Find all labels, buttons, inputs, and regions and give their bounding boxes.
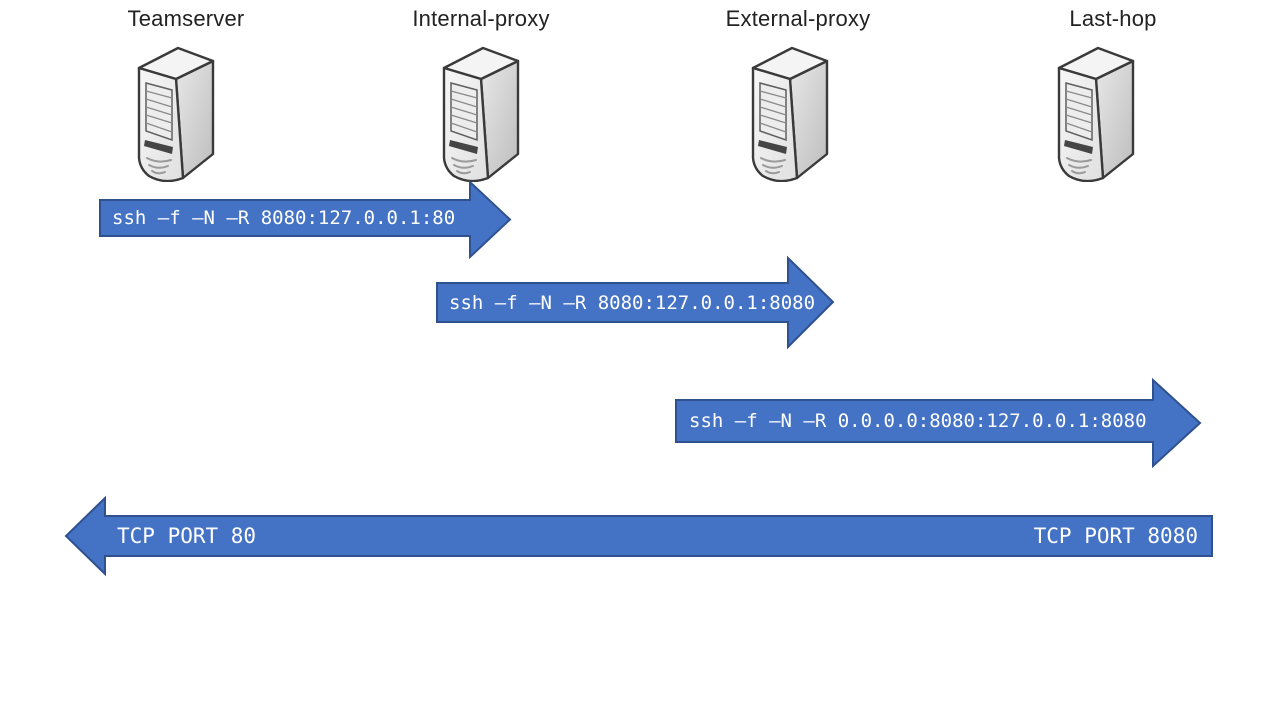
tcp-arrow-labels: TCP PORT 80 TCP PORT 8080 bbox=[105, 516, 1212, 556]
node-label-internal-proxy: Internal-proxy bbox=[412, 6, 550, 31]
node-label-teamserver: Teamserver bbox=[127, 6, 245, 31]
ssh-arrow-1-shape bbox=[99, 179, 512, 260]
server-icon-internal-proxy bbox=[434, 42, 526, 182]
ssh-arrow-3: ssh –f –N –R 0.0.0.0:8080:127.0.0.1:8080 bbox=[674, 377, 1202, 469]
node-label-last-hop: Last-hop bbox=[1069, 6, 1157, 31]
tcp-arrow: TCP PORT 80 TCP PORT 8080 bbox=[64, 495, 1214, 577]
ssh-arrow-3-label: ssh –f –N –R 0.0.0.0:8080:127.0.0.1:8080 bbox=[689, 410, 1147, 432]
server-icon-external-proxy bbox=[743, 42, 835, 182]
ssh-arrow-1-label: ssh –f –N –R 8080:127.0.0.1:80 bbox=[112, 207, 456, 229]
node-label-external-proxy: External-proxy bbox=[725, 6, 871, 31]
ssh-arrow-2-shape bbox=[436, 255, 835, 350]
tcp-arrow-shape bbox=[64, 495, 1213, 577]
ssh-arrow-2: ssh –f –N –R 8080:127.0.0.1:8080 bbox=[435, 255, 835, 350]
ssh-arrow-2-label: ssh –f –N –R 8080:127.0.0.1:8080 bbox=[449, 291, 816, 314]
tcp-port-80-label: TCP PORT 80 bbox=[117, 524, 257, 548]
server-icon-last-hop bbox=[1049, 42, 1141, 182]
server-icon-teamserver bbox=[129, 42, 221, 182]
ssh-arrow-3-shape bbox=[675, 377, 1202, 469]
ssh-arrow-1: ssh –f –N –R 8080:127.0.0.1:80 bbox=[98, 179, 512, 260]
tcp-port-8080-label: TCP PORT 8080 bbox=[1033, 524, 1198, 548]
